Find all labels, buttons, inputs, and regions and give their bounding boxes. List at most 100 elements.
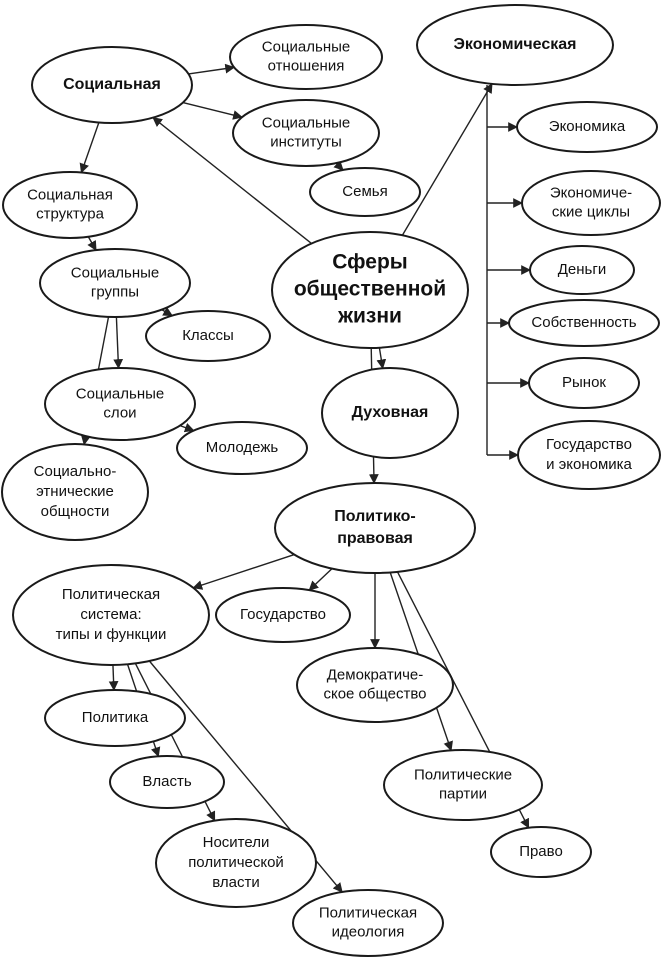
node-relations-label: Социальные xyxy=(262,38,350,55)
node-groups: Социальные группы xyxy=(39,248,191,318)
node-family: Семья xyxy=(309,167,421,217)
node-power-label: Власть xyxy=(142,773,191,790)
node-money-ellipse xyxy=(529,245,635,295)
node-market: Рынок xyxy=(528,357,640,409)
node-groups-label: Социальные xyxy=(71,264,159,281)
edge-social-to-institutions xyxy=(182,101,243,120)
nodes-layer: СферыобщественнойжизниСоциальнаяЭкономич… xyxy=(1,4,661,957)
node-classes-ellipse xyxy=(145,310,271,362)
edge-political-to-state xyxy=(308,568,333,591)
node-system-label: система: xyxy=(80,606,141,623)
node-center-label: общественной xyxy=(294,278,446,301)
node-carriers-ellipse xyxy=(155,818,317,908)
node-political-label: Политико- xyxy=(334,508,415,525)
node-layers-ellipse xyxy=(44,367,196,441)
node-groups-ellipse xyxy=(39,248,191,318)
node-center-label: жизни xyxy=(337,305,402,328)
node-social-label: Социальная xyxy=(63,76,161,93)
edge-structure-to-groups xyxy=(87,236,97,251)
node-youth-ellipse xyxy=(176,421,308,475)
node-relations: Социальные отношения xyxy=(229,24,383,90)
node-ethnic-label: Социально- xyxy=(34,463,117,480)
node-institutions-label: Социальные xyxy=(262,114,350,131)
edge-center-to-economic xyxy=(401,83,493,236)
node-groups-label: группы xyxy=(91,283,139,300)
node-center-label: Сферы xyxy=(332,251,407,274)
node-economy: Экономика xyxy=(516,101,658,153)
node-relations-label: отношения xyxy=(268,57,345,74)
node-relations-ellipse xyxy=(229,24,383,90)
node-economic: Экономическая xyxy=(416,4,614,86)
node-ideology-label: идеология xyxy=(332,923,405,940)
edge-social-to-structure xyxy=(79,122,100,174)
edge-institutions-to-family xyxy=(333,160,344,171)
node-state: Государство xyxy=(215,587,351,643)
node-law: Право xyxy=(490,826,592,878)
edge-center-to-spiritual xyxy=(376,347,387,370)
node-ideology-ellipse xyxy=(292,889,444,957)
node-ethnic-ellipse xyxy=(1,443,149,541)
node-state-ellipse xyxy=(215,587,351,643)
node-system-ellipse xyxy=(12,564,210,666)
node-democratic-ellipse xyxy=(296,647,454,723)
node-youth: Молодежь xyxy=(176,421,308,475)
node-politics: Политика xyxy=(44,689,186,747)
node-law-label: Право xyxy=(519,843,563,860)
node-classes: Классы xyxy=(145,310,271,362)
node-ethnic-label: этнические xyxy=(36,483,114,500)
node-ethnic-label: общности xyxy=(41,503,110,520)
node-cycles-ellipse xyxy=(521,170,661,236)
edge-political-to-system xyxy=(192,553,295,590)
edge-groups-to-layers xyxy=(113,316,124,369)
node-spiritual-ellipse xyxy=(321,367,459,459)
node-democratic-label: Демократиче- xyxy=(327,666,423,683)
node-spiritual-label: Духовная xyxy=(352,404,429,421)
node-political-ellipse xyxy=(274,482,476,574)
node-state-label: Государство xyxy=(240,606,326,623)
node-power-ellipse xyxy=(109,755,225,809)
node-center: Сферы общественной жизни xyxy=(271,231,469,349)
node-carriers-label: политической xyxy=(188,854,284,871)
node-state_economy-label: и экономика xyxy=(546,456,632,473)
node-system-label: типы и функции xyxy=(56,626,167,643)
node-property: Собственность xyxy=(508,299,660,347)
node-political: Политико-правовая xyxy=(274,482,476,574)
node-state_economy: Государство и экономика xyxy=(517,420,661,490)
node-structure-ellipse xyxy=(2,171,138,239)
node-system-label: Политическая xyxy=(62,586,160,603)
node-property-ellipse xyxy=(508,299,660,347)
node-cycles: Экономиче-ские циклы xyxy=(521,170,661,236)
node-classes-label: Классы xyxy=(182,327,234,344)
node-state_economy-label: Государство xyxy=(546,436,632,453)
node-parties-label: партии xyxy=(439,785,487,802)
node-structure-label: Социальная xyxy=(27,186,113,203)
edge-center-to-social xyxy=(152,117,312,245)
node-layers-label: Социальные xyxy=(76,385,164,402)
node-political-label: правовая xyxy=(337,530,413,547)
edge-groups-to-classes xyxy=(161,306,174,317)
node-democratic-label: ское общество xyxy=(323,685,426,702)
node-economic-ellipse xyxy=(416,4,614,86)
node-democratic: Демократиче-ское общество xyxy=(296,647,454,723)
node-system: Политическая система: типы и функции xyxy=(12,564,210,666)
node-cycles-label: ские циклы xyxy=(552,203,630,220)
node-economy-ellipse xyxy=(516,101,658,153)
node-power: Власть xyxy=(109,755,225,809)
node-family-ellipse xyxy=(309,167,421,217)
node-social: Социальная xyxy=(31,46,193,124)
edge-layers-to-youth xyxy=(179,422,195,433)
node-politics-label: Политика xyxy=(82,709,149,726)
node-market-label: Рынок xyxy=(562,374,606,391)
edge-social-to-relations xyxy=(188,63,236,75)
node-money-label: Деньги xyxy=(558,261,606,278)
node-ideology-label: Политическая xyxy=(319,904,417,921)
node-youth-label: Молодежь xyxy=(206,439,279,456)
node-state_economy-ellipse xyxy=(517,420,661,490)
node-property-label: Собственность xyxy=(531,314,636,331)
node-politics-ellipse xyxy=(44,689,186,747)
node-family-label: Семья xyxy=(342,183,387,200)
